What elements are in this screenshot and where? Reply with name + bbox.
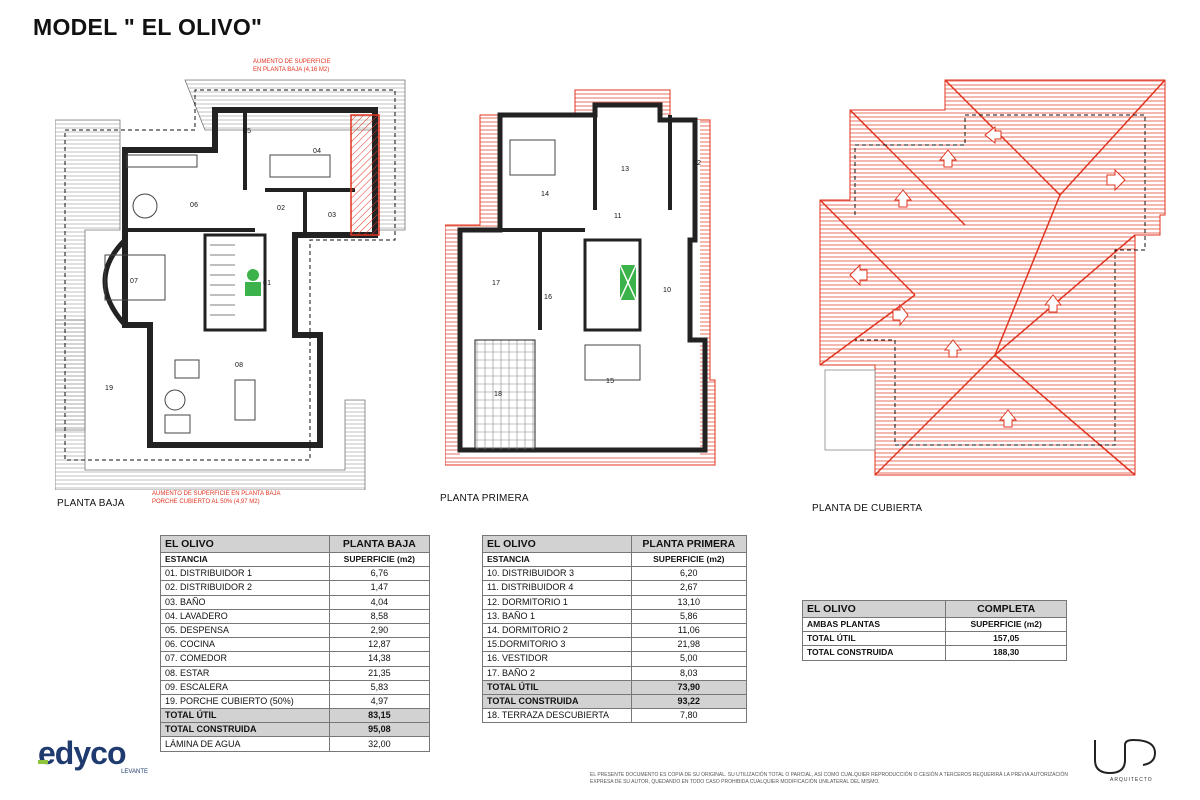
architect-logo-subtitle: ARQUITECTO xyxy=(1110,777,1153,783)
room-label: 05 xyxy=(243,128,252,135)
room-label: 10 xyxy=(663,287,672,294)
table-subheader: SUPERFICIE (m2) xyxy=(630,551,748,568)
page-title: MODEL " EL OLIVO" xyxy=(33,14,263,40)
edyco-logo: edyco LEVANTE xyxy=(38,735,150,778)
table-header: PLANTA PRIMERA xyxy=(630,535,748,553)
green-figure-icon xyxy=(245,269,261,296)
room-label: 13 xyxy=(621,166,630,173)
room-label: 16 xyxy=(544,294,553,301)
room-label: 03 xyxy=(328,212,337,219)
room-label: 06 xyxy=(190,202,199,209)
room-label: 01 xyxy=(263,280,272,287)
edyco-logo-subtitle: LEVANTE xyxy=(121,769,148,775)
plan-label-baja: PLANTA BAJA xyxy=(57,498,125,509)
room-label: 18 xyxy=(494,391,503,398)
room-label: 17 xyxy=(492,280,501,287)
room-label: 02 xyxy=(277,205,286,212)
table-header: EL OLIVO xyxy=(801,600,947,618)
table-header: EL OLIVO xyxy=(160,535,330,553)
table-header: COMPLETA xyxy=(945,600,1067,618)
table-subheader: SUPERFICIE (m2) xyxy=(945,616,1067,633)
annotation-bottom: AUMENTO DE SUPERFICIE EN PLANTA BAJA POR… xyxy=(152,491,281,505)
room-label: 19 xyxy=(105,385,114,392)
room-label: 12 xyxy=(693,160,702,167)
annotation-top: AUMENTO DE SUPERFICIE EN PLANTA BAJA (4,… xyxy=(253,59,331,73)
room-label: 11 xyxy=(614,213,622,220)
footer-disclaimer: EL PRESENTE DOCUMENTO ES COPIA DE SU ORI… xyxy=(590,772,1068,785)
plan-label-primera: PLANTA PRIMERA xyxy=(440,493,529,504)
table-subheader: ESTANCIA xyxy=(482,551,632,568)
room-label: 08 xyxy=(235,362,244,369)
roof-plan xyxy=(819,79,1166,476)
room-label: 07 xyxy=(130,278,139,285)
table-row: 19. PORCHE CUBIERTO (50%)4,97 xyxy=(160,693,431,710)
room-label: 04 xyxy=(313,148,322,155)
room-label: 15 xyxy=(606,378,615,385)
room-label: 14 xyxy=(541,191,550,198)
plan-label-cubierta: PLANTA DE CUBIERTA xyxy=(812,503,923,514)
table-subheader: AMBAS PLANTAS xyxy=(801,616,947,633)
edyco-logo-text: edyco xyxy=(38,735,126,771)
table-header: PLANTA BAJA xyxy=(328,535,431,553)
table-subheader: ESTANCIA xyxy=(160,551,330,568)
ground-floor-plan xyxy=(55,79,406,490)
architect-mark-icon xyxy=(1094,738,1157,775)
architect-logo: ARQUITECTO xyxy=(1085,735,1165,785)
green-figure-icon xyxy=(619,264,637,301)
table-header: EL OLIVO xyxy=(482,535,632,553)
first-floor-plan xyxy=(445,89,716,466)
table-subheader: SUPERFICIE (m2) xyxy=(328,551,431,568)
